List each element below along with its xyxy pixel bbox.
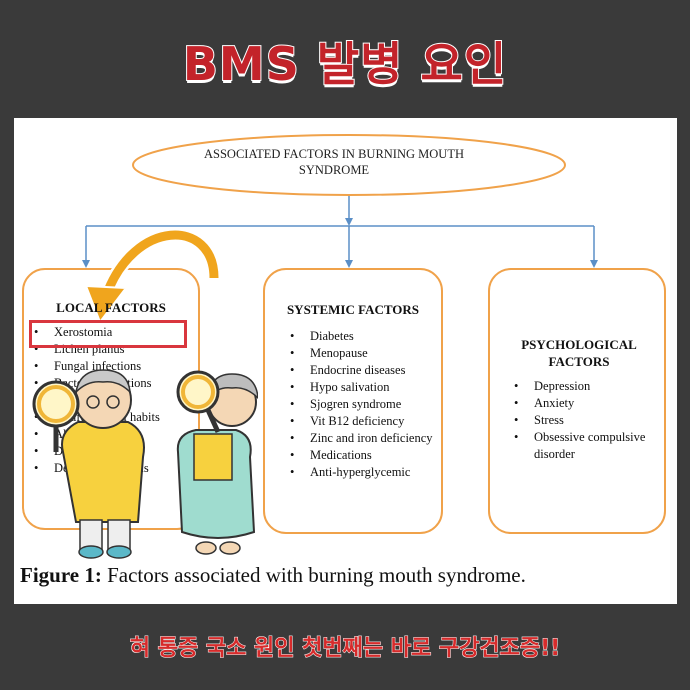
list-item: Sjogren syndrome xyxy=(286,396,436,413)
connector-lines xyxy=(85,196,595,264)
curved-arrow-icon xyxy=(101,230,219,298)
systemic-factors-list: Diabetes Menopause Endocrine diseases Hy… xyxy=(286,328,436,481)
list-item: Xerostomia xyxy=(30,324,190,341)
psychological-factors-title: PSYCHOLOGICAL FACTORS xyxy=(521,337,637,369)
list-item: Obsessive compulsive disorder xyxy=(510,429,660,463)
list-item: Menopause xyxy=(286,345,436,362)
list-item: Vit B12 deficiency xyxy=(286,413,436,430)
list-item: Depression xyxy=(510,378,660,395)
root-oval xyxy=(132,134,566,196)
caption-label: Figure 1: xyxy=(20,563,102,587)
list-item: Diabetes xyxy=(286,328,436,345)
page-title: BMS 발병 요인 xyxy=(182,36,508,92)
connector-arrowheads xyxy=(82,218,598,268)
list-item: Anxiety xyxy=(510,395,660,412)
systemic-factors-title: SYSTEMIC FACTORS xyxy=(286,302,420,317)
caption-text: Factors associated with burning mouth sy… xyxy=(101,563,526,587)
local-factors-title: LOCAL FACTORS xyxy=(56,300,166,315)
list-item: Zinc and iron deficiency xyxy=(286,430,436,447)
list-item: Medications xyxy=(286,447,436,464)
psychological-factors-list: Depression Anxiety Stress Obsessive comp… xyxy=(510,378,660,463)
list-item: Stress xyxy=(510,412,660,429)
list-item: Hypo salivation xyxy=(286,379,436,396)
list-item: Endocrine diseases xyxy=(286,362,436,379)
list-item: Fungal infections xyxy=(30,358,190,375)
list-item: Anti-hyperglycemic xyxy=(286,464,436,481)
xerostomia-highlight-box xyxy=(29,320,187,348)
footer-text: 혀 통증 국소 원인 첫번째는 바로 구강건조증!! xyxy=(129,636,561,662)
elderly-couple-illustration xyxy=(32,369,258,559)
diagram-card: ASSOCIATED FACTORS IN BURNING MOUTH SYND… xyxy=(14,118,677,604)
elderly-woman-figure xyxy=(176,370,258,555)
figure-caption: Figure 1: Factors associated with burnin… xyxy=(20,563,670,588)
root-label: ASSOCIATED FACTORS IN BURNING MOUTH SYND… xyxy=(204,147,464,177)
arrow-head-icon xyxy=(84,284,128,325)
elderly-man-figure xyxy=(32,369,145,559)
